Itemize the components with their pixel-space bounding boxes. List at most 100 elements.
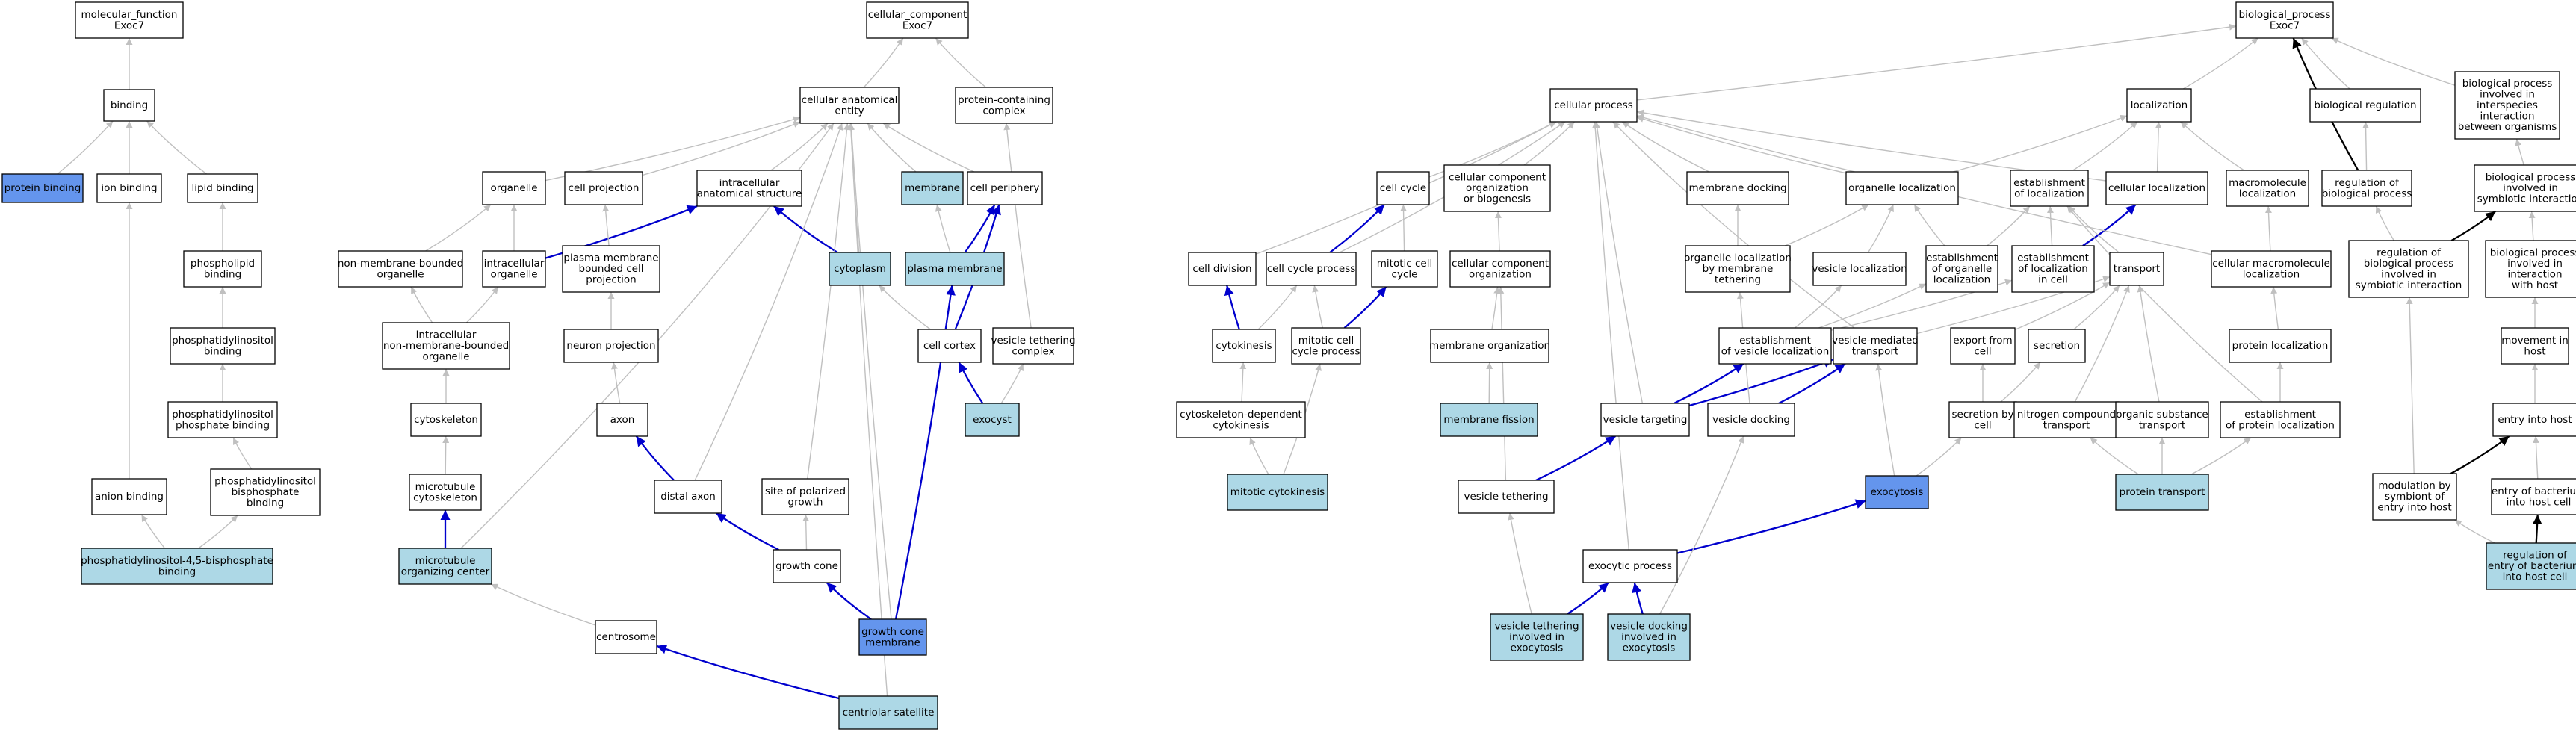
go-term-label: non-membrane-bounded	[338, 258, 463, 270]
edge-is-a-cell-periphery-to-cae	[882, 122, 975, 173]
go-term-label: microtubule	[415, 555, 476, 567]
go-term-label: cellular anatomical	[802, 94, 898, 106]
go-term-label: complex	[982, 105, 1025, 117]
go-term-ccp: cell cycle process	[1266, 252, 1357, 286]
go-term-box	[1582, 549, 1678, 583]
go-term-box	[838, 695, 938, 730]
edge-is-a-membrane-docking-to-cellular-process	[1621, 121, 1710, 173]
go-term-label: vesicle tethering	[991, 335, 1075, 347]
go-term-label: into host cell	[2503, 571, 2568, 583]
go-term-label: cycle process	[1292, 345, 1360, 357]
edge-is-a-bp-symbiotic-to-bp-interspecies	[2515, 138, 2524, 166]
edge-is-a-reg-bp-to-bio-reg	[2362, 121, 2370, 171]
go-term-box	[2491, 478, 2576, 515]
go-term-label: vesicle-mediated	[1832, 335, 1919, 347]
go-term-vesicle-docking: vesicle docking	[1707, 403, 1795, 437]
go-term-label: organelle	[422, 351, 469, 363]
go-term-label: cytoskeleton-dependent	[1180, 409, 1302, 421]
edge-part-of-vesicle-docking-to-vmt	[1778, 363, 1846, 405]
go-term-label: biological process	[2490, 246, 2576, 258]
edge-is-a-plasma-membrane-to-membrane	[935, 204, 951, 253]
go-term-label: phosphatidylinositol	[172, 335, 273, 347]
edge-part-of-vesicle-targeting-to-est-ves-loc	[1674, 363, 1744, 405]
go-term-label: centriolar satellite	[843, 707, 935, 719]
edge-is-a-cellular-process-to-bp	[1636, 23, 2237, 101]
edge-is-a-pcc-to-cc	[935, 37, 987, 88]
edge-is-a-ost-to-transport	[2137, 285, 2160, 403]
go-term-label: entry into host	[2377, 502, 2451, 514]
go-term-label: transport	[1852, 345, 1898, 357]
go-term-label: binding	[111, 99, 148, 111]
go-term-growth-cone: growth cone	[773, 549, 841, 583]
go-term-label: establishment	[2017, 252, 2089, 264]
go-term-label: phospholipid	[191, 258, 255, 270]
go-term-label: establishment	[1926, 252, 1998, 264]
edge-is-a-csdc-to-cytokinesis	[1239, 362, 1247, 403]
go-term-membrane-docking: membrane docking	[1686, 171, 1789, 205]
go-term-label: protein localization	[2232, 340, 2329, 352]
edge-regulates-reg-entry-bact-to-entry-bact	[2532, 514, 2542, 544]
go-term-box	[562, 245, 660, 293]
go-term-membrane-fission: membrane fission	[1440, 403, 1538, 437]
edge-part-of-vesicle-targeting-to-vmt	[1688, 358, 1834, 407]
go-term-label: biological_process	[2239, 9, 2331, 21]
go-term-label: mitotic cytokinesis	[1230, 486, 1325, 498]
edge-is-a-ias-to-cae	[770, 122, 829, 171]
go-term-organelle-loc: organelle localization	[1845, 171, 1959, 205]
go-term-label: interaction	[2507, 268, 2562, 280]
edge-is-a-est-prot-loc-to-est-loc	[2066, 205, 2263, 403]
go-term-label: membrane docking	[1688, 182, 1786, 194]
go-term-box	[183, 250, 262, 288]
go-term-box	[905, 252, 1005, 286]
edge-part-of-exocyst-to-cell-cortex	[958, 362, 984, 404]
go-term-label: of protein localization	[2226, 419, 2335, 431]
edge-is-a-reg-entry-bact-to-modulation	[2454, 519, 2495, 544]
go-term-label: of vesicle localization	[1721, 345, 1830, 357]
go-term-label: phosphatidylinositol-4,5-bisphosphate	[81, 555, 273, 567]
go-term-label: macromolecule	[2229, 177, 2306, 189]
go-term-label: biological process	[2364, 258, 2454, 270]
go-term-label: cellular_component	[868, 9, 967, 21]
edge-is-a-exocytic-process-to-cellular-process	[1591, 121, 1629, 551]
edge-is-a-est-ves-loc-to-est-org-loc	[1818, 283, 1927, 329]
edge-is-a-lipid-binding-to-binding	[146, 120, 208, 175]
go-term-box	[955, 87, 1053, 124]
go-term-label: phosphatidylinositol	[172, 409, 273, 421]
go-term-label: entry of bacterium	[2488, 560, 2576, 572]
go-term-box	[2126, 88, 2192, 122]
go-term-label: cell	[1974, 345, 1991, 357]
go-term-label: Exoc7	[2270, 19, 2300, 31]
edge-is-a-protein-binding-to-binding	[57, 120, 114, 175]
go-term-label: into host cell	[2507, 496, 2572, 508]
edge-regulates-reg-bp-symb-to-bp-symbiotic	[2450, 211, 2496, 241]
edge-part-of-vt-exo-to-exocytic-process	[1567, 582, 1609, 615]
edge-is-a-cellular-loc-to-localization	[2155, 121, 2162, 173]
go-term-exocyst: exocyst	[965, 403, 1020, 437]
go-term-label: cell periphery	[970, 182, 1040, 194]
edge-is-a-sec-by-cell-to-secretion	[2000, 362, 2041, 403]
go-term-organelle: organelle	[482, 171, 546, 205]
go-term-label: secretion by	[1951, 409, 2013, 421]
edge-part-of-vesicle-tethering-to-vesicle-targeting	[1535, 435, 1616, 482]
go-term-vesicle-targeting: vesicle targeting	[1600, 403, 1690, 437]
go-term-box	[1440, 403, 1538, 437]
go-term-label: cytoplasm	[834, 263, 886, 275]
go-term-box	[563, 329, 659, 363]
edge-is-a-mt-cytoskeleton-to-cytoskeleton	[442, 435, 450, 475]
go-term-label: cytoskeleton	[413, 491, 477, 503]
go-term-label: membrane fission	[1443, 414, 1534, 426]
